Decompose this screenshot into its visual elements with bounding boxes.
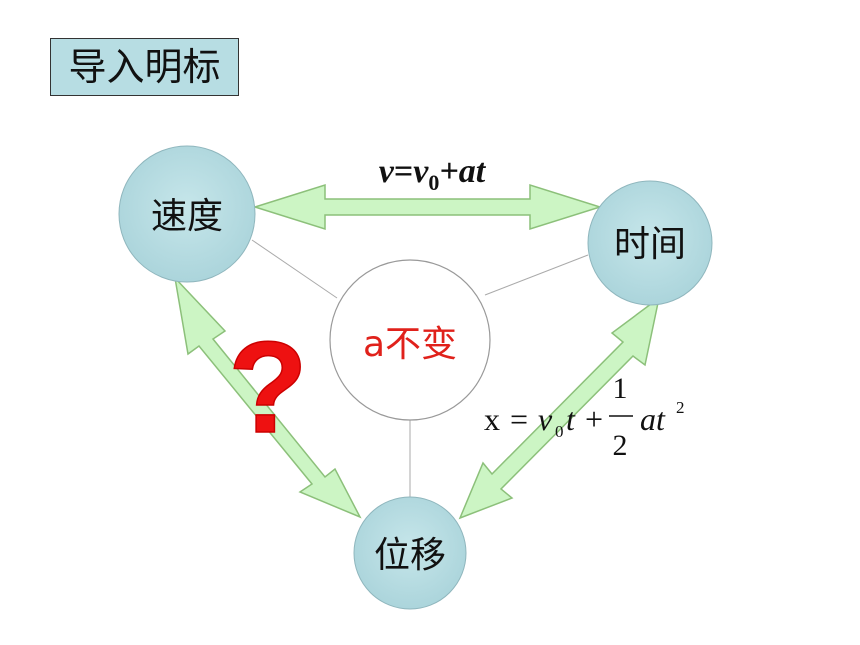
formula-velocity-time: v=v0+at bbox=[379, 153, 487, 195]
svg-text:x: x bbox=[484, 401, 500, 437]
svg-text:2: 2 bbox=[613, 429, 628, 462]
node-displacement-label: 位移 bbox=[374, 535, 446, 576]
node-time-label: 时间 bbox=[614, 224, 686, 265]
svg-text:t: t bbox=[566, 401, 576, 437]
svg-text:v: v bbox=[538, 401, 553, 437]
page-title: 导入明标 bbox=[50, 38, 239, 96]
connector-time-center bbox=[484, 254, 589, 296]
node-velocity bbox=[118, 145, 256, 283]
svg-text:at: at bbox=[640, 401, 666, 437]
arrow-time-displacement bbox=[458, 296, 661, 520]
svg-text:2: 2 bbox=[676, 398, 685, 417]
svg-text:1: 1 bbox=[613, 372, 628, 405]
question-mark: ? bbox=[228, 314, 307, 460]
connector-velocity-center bbox=[251, 239, 338, 299]
svg-text:0: 0 bbox=[555, 422, 564, 441]
svg-text:+: + bbox=[585, 401, 603, 437]
node-velocity-label: 速度 bbox=[151, 196, 223, 237]
center-label: a不变 bbox=[363, 324, 457, 365]
formula-displacement-time: x = v 0 t + 1 2 at 2 bbox=[484, 372, 685, 462]
arrow-velocity-displacement bbox=[173, 275, 362, 519]
svg-text:=: = bbox=[510, 401, 528, 437]
node-time bbox=[587, 180, 713, 306]
center-circle bbox=[329, 259, 491, 421]
node-displacement bbox=[353, 496, 467, 610]
